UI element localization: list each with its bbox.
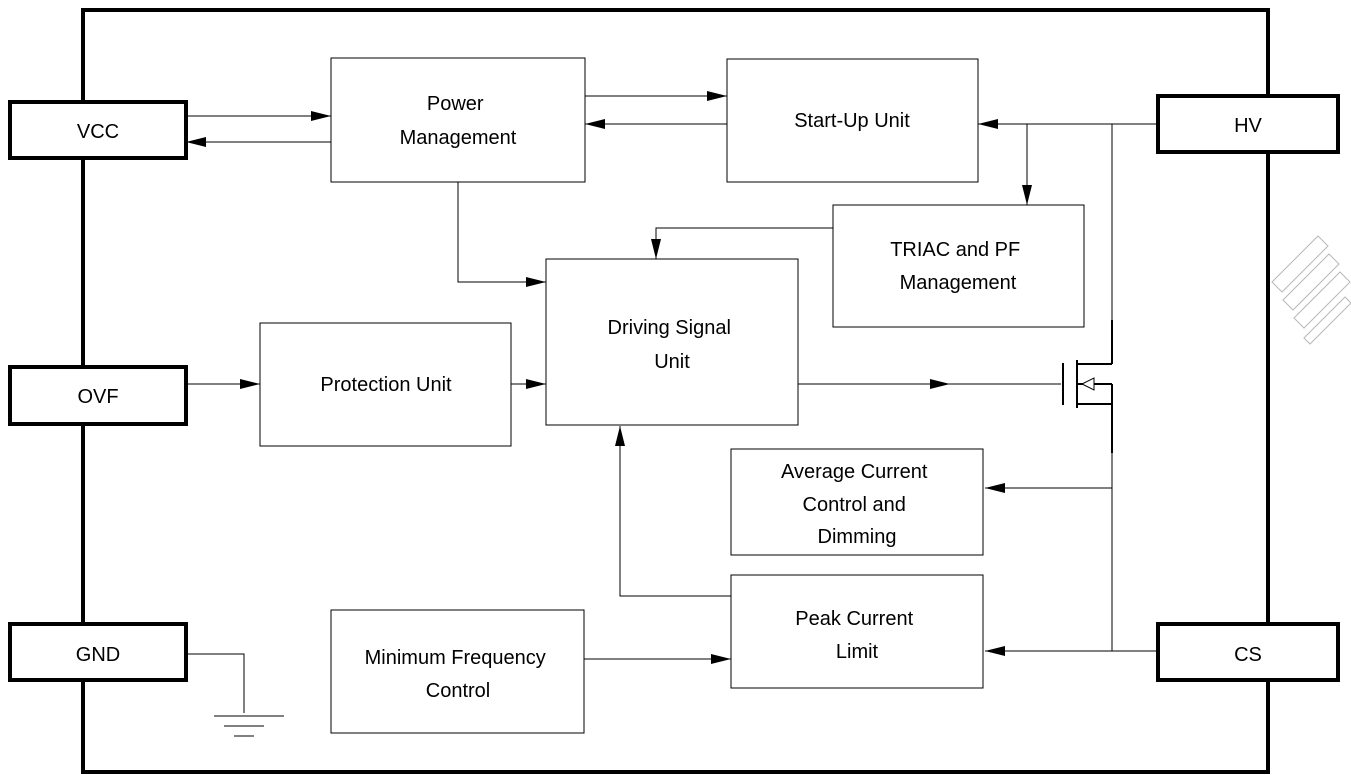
block-average-current-control: Average Current Control and Dimming <box>730 448 984 556</box>
block-protection-unit: Protection Unit <box>259 322 512 447</box>
pin-ovf: OVF <box>8 365 188 426</box>
block-driving-signal-unit: Driving Signal Unit <box>545 258 799 426</box>
block-triac-pf-management: TRIAC and PF Management <box>832 204 1085 328</box>
pin-hv: HV <box>1156 94 1340 154</box>
block-label-peak-current: Peak Current Limit <box>795 608 918 663</box>
block-label-driving-signal: Driving Signal Unit <box>608 317 737 373</box>
pin-label-ovf: OVF <box>77 386 118 408</box>
logo-watermark-icon <box>1271 235 1351 345</box>
block-label-triac-pf: TRIAC and PF Management <box>890 239 1026 294</box>
pin-label-cs: CS <box>1234 644 1262 666</box>
block-label-average-current: Average Current Control and Dimming <box>781 461 933 548</box>
signal-wires <box>186 91 1158 713</box>
block-peak-current-limit: Peak Current Limit <box>730 574 984 689</box>
pin-gnd: GND <box>8 622 188 682</box>
pin-label-vcc: VCC <box>77 121 119 143</box>
pin-cs: CS <box>1156 622 1340 682</box>
block-label-power-management: Power Management <box>400 93 517 149</box>
block-label-minimum-frequency: Minimum Frequency Control <box>365 647 552 702</box>
pin-label-gnd: GND <box>76 644 120 666</box>
block-label-startup-unit: Start-Up Unit <box>794 110 910 132</box>
block-startup-unit: Start-Up Unit <box>726 58 979 183</box>
pin-vcc: VCC <box>8 100 188 160</box>
mosfet-icon <box>1062 320 1113 453</box>
block-power-management: Power Management <box>330 57 586 183</box>
block-label-protection-unit: Protection Unit <box>320 374 452 396</box>
pin-label-hv: HV <box>1234 115 1262 137</box>
ground-symbol-icon <box>214 715 284 737</box>
block-minimum-frequency-control: Minimum Frequency Control <box>330 609 585 734</box>
